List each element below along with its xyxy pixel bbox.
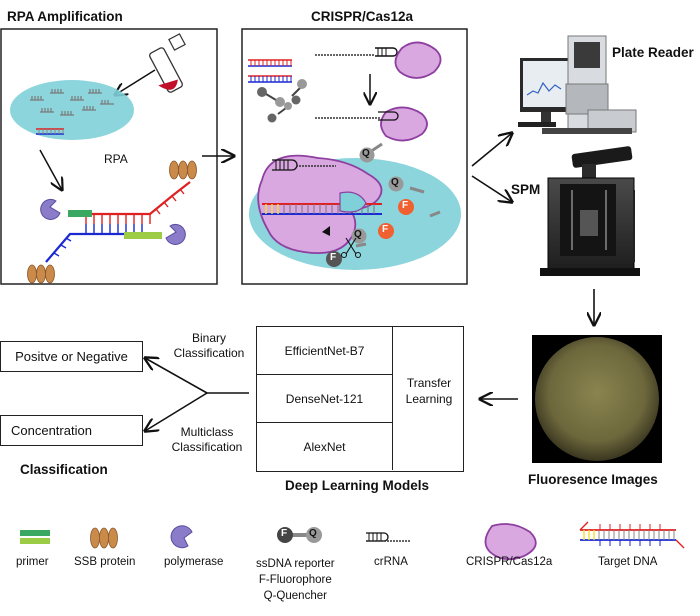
rpa-reaction-ellipse [10, 80, 134, 140]
legend-reporter-line-1: ssDNA reporter [256, 558, 335, 570]
quencher-letter-1: Q [362, 148, 370, 159]
transfer-label-line-1: Transfer [406, 376, 452, 390]
models-caption: Deep Learning Models [285, 478, 430, 493]
multiclass-label-line-2: Classification [171, 440, 243, 454]
fluorophore-markers [326, 199, 414, 267]
spm-label: SPM [511, 182, 541, 197]
crrna-molecule [315, 47, 398, 57]
model-efficientnet: EfficientNet-B7 [257, 327, 393, 375]
legend-ssb-label: SSB protein [74, 556, 136, 568]
binary-classification-label: Binary Classification [164, 331, 254, 361]
transfer-learning-label: Transfer Learning [395, 375, 463, 407]
legend-crrna-label: crRNA [374, 556, 408, 568]
fluorescence-image [532, 335, 662, 463]
legend-reporter-icon [277, 527, 322, 543]
target-dna-small [248, 59, 292, 83]
legend-polymerase-label: polymerase [164, 556, 224, 568]
fluorescence-caption: Fluoresence Images [528, 472, 658, 487]
legend-ssb-icon [90, 527, 118, 549]
reporter-molecules [257, 79, 307, 123]
model-densenet: DenseNet-121 [257, 375, 393, 423]
fluorophore-letter-3: F [330, 252, 337, 263]
fluorophore-letter-1: F [402, 200, 409, 211]
fluorophore-letter-2: F [382, 224, 389, 235]
sample-tube-icon [149, 33, 186, 93]
model-alexnet: AlexNet [257, 423, 393, 470]
legend-target-dna-label: Target DNA [598, 556, 658, 568]
legend-primer-label: primer [16, 556, 49, 568]
transfer-label-line-2: Learning [405, 392, 453, 406]
quencher-letter-3: Q [354, 229, 362, 240]
binary-label-line-2: Classification [173, 346, 245, 360]
legend-cas12a-label: CRISPR/Cas12a [466, 556, 553, 568]
crispr-reaction-ellipse [249, 142, 461, 270]
legend-target-dna-icon [579, 521, 685, 549]
legend-polymerase-icon [170, 525, 193, 549]
legend-primer-icon [20, 530, 50, 544]
cas12a-crrna-complex [315, 106, 428, 142]
legend-reporter-line-3: Q-Quencher [263, 590, 327, 602]
crispr-panel-frame [241, 28, 468, 285]
plate-reader-label: Plate Reader [612, 45, 694, 60]
legend-reporter-label: ssDNA reporter F-Fluorophore Q-Quencher [256, 556, 335, 604]
crispr-panel-title: CRISPR/Cas12a [311, 9, 414, 24]
legend-crrna-icon [366, 532, 410, 542]
legend-reporter-line-2: F-Fluorophore [258, 574, 332, 586]
rpa-amplification-complex [27, 160, 197, 284]
spm-image [540, 146, 640, 276]
legend-quencher-letter: Q [309, 528, 317, 539]
multiclass-classification-label: Multiclass Classification [162, 425, 252, 455]
multiclass-label-line-1: Multiclass [180, 425, 234, 439]
binary-output-box: Positve or Negative [0, 341, 143, 372]
concentration-output-box: Concentration [0, 415, 143, 446]
rpa-panel-title: RPA Amplification [7, 9, 123, 24]
legend-cas12a-icon [484, 523, 537, 561]
rpa-step-label: RPA [104, 152, 128, 166]
models-table: EfficientNet-B7 DenseNet-121 AlexNet Tra… [256, 326, 464, 472]
legend-fluorophore-letter: F [281, 528, 288, 539]
quencher-letter-2: Q [391, 177, 399, 188]
plate-reader-image [518, 35, 637, 134]
binary-label-line-1: Binary [191, 331, 226, 345]
classification-caption: Classification [20, 462, 108, 477]
cas12a-protein-free [394, 41, 442, 79]
